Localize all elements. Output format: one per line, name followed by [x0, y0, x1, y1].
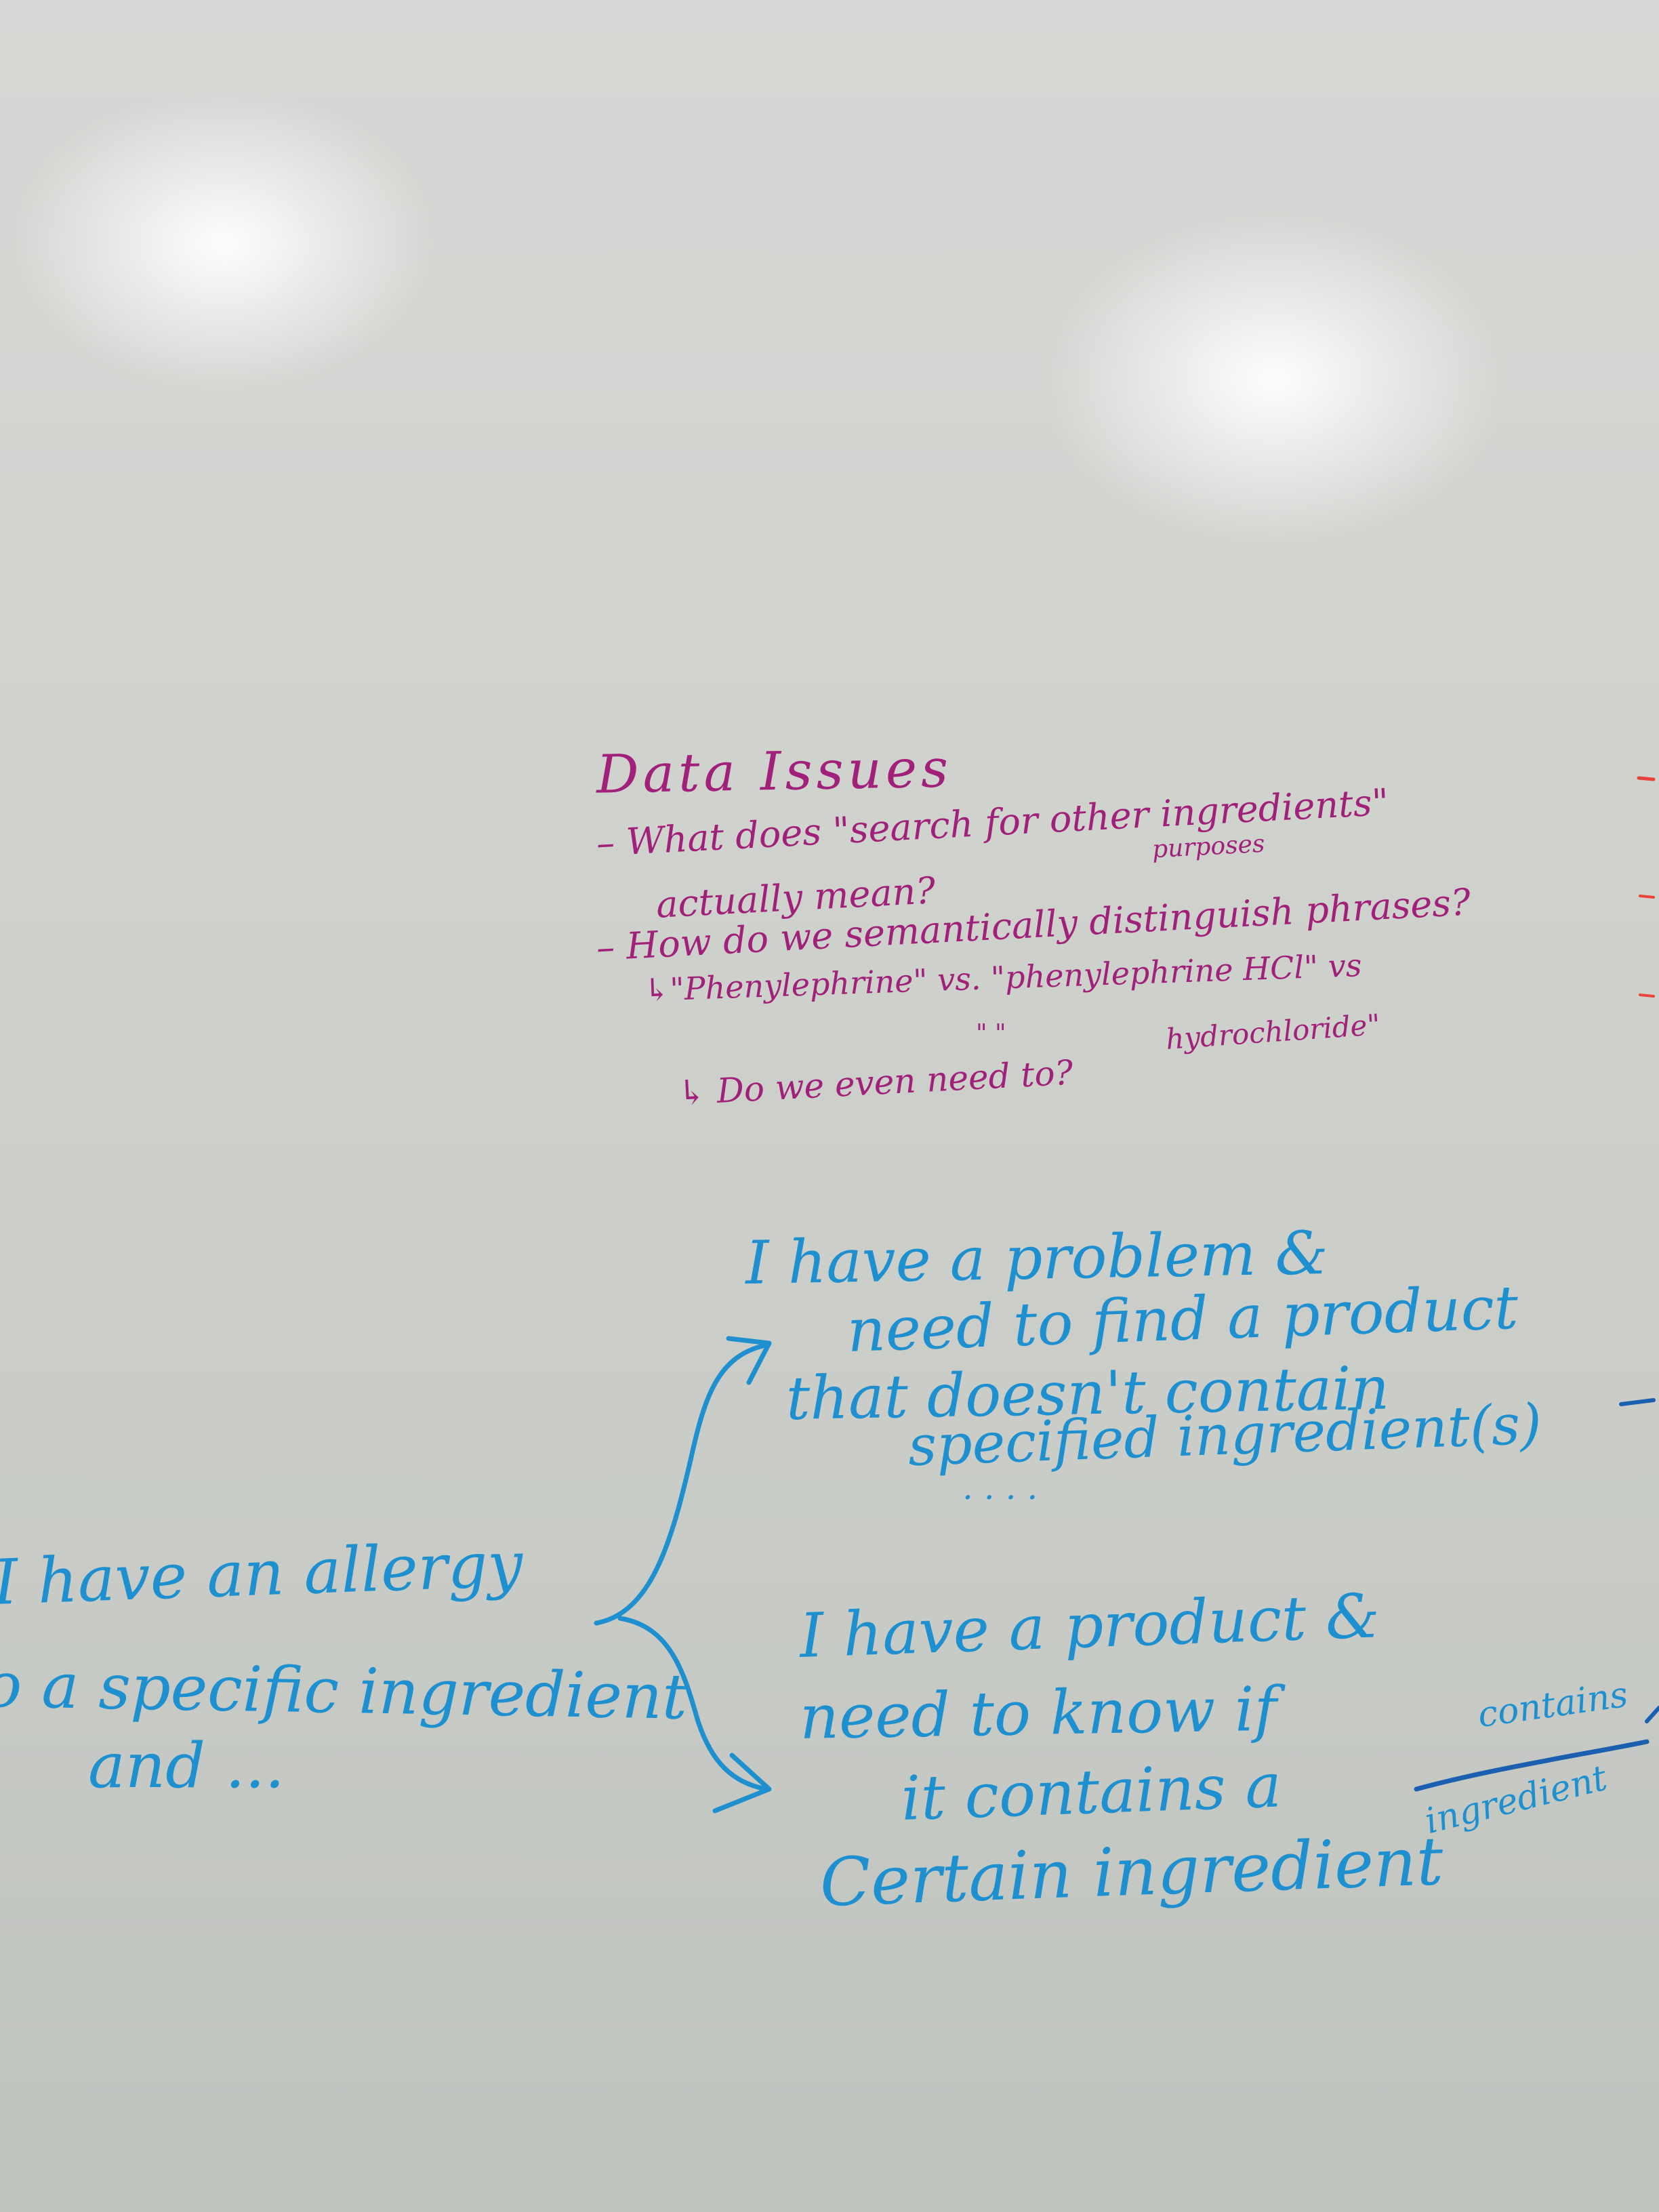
branch-arrow-up	[594, 1343, 769, 1626]
side-note-divider	[1414, 1739, 1650, 1792]
problem-branch-dots: . . . .	[962, 1468, 1038, 1507]
product-branch-line-2: need to know if	[799, 1673, 1277, 1753]
allergy-root-line-3: and ...	[88, 1729, 285, 1802]
arrowhead-up	[726, 1336, 772, 1385]
edge-mark-red-3	[1639, 994, 1655, 998]
side-note-tick	[1645, 1706, 1659, 1723]
data-issues-ditto: " "	[976, 1020, 1006, 1048]
arrowhead-down	[712, 1753, 772, 1814]
edge-mark-red-2	[1639, 895, 1655, 899]
edge-mark-blue	[1619, 1398, 1656, 1406]
allergy-root-line-2: to a specific ingredient	[0, 1648, 689, 1734]
data-issues-line-1-insert: purposes	[1151, 830, 1266, 864]
allergy-root-line-1: I have an allergy	[0, 1528, 525, 1619]
edge-mark-red-1	[1637, 776, 1656, 781]
branch-arrow-down	[617, 1616, 769, 1792]
data-issues-title: Data Issues	[596, 738, 953, 806]
product-branch-line-3: it contains a	[900, 1750, 1283, 1835]
product-branch-line-4: Certain ingredient	[819, 1822, 1445, 1922]
